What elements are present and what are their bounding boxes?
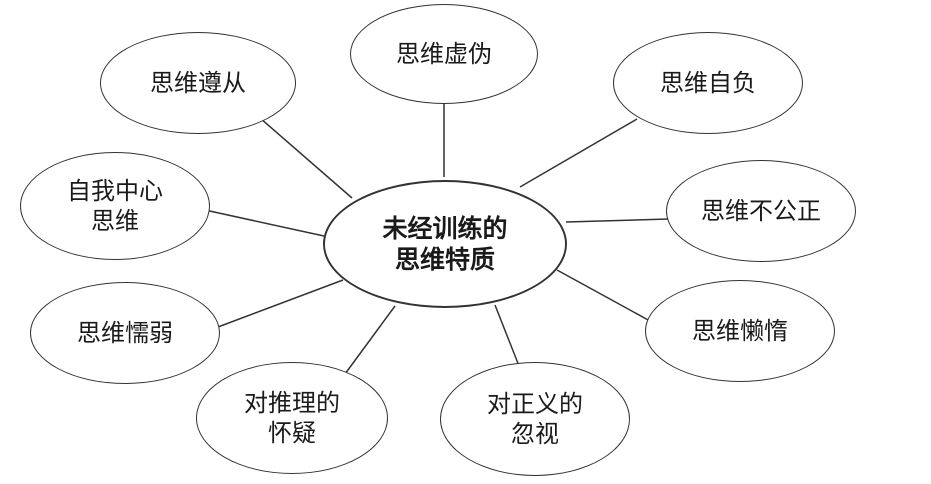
node-falsity-label: 思维虚伪 [396, 40, 492, 68]
node-distrust-reason-line2: 怀疑 [268, 419, 316, 447]
connector-unfair [565, 218, 670, 223]
node-unfair-label: 思维不公正 [701, 197, 821, 225]
node-distrust-reason: 对推理的 怀疑 [196, 362, 388, 474]
node-arrogance-label: 思维自负 [660, 69, 756, 97]
connector-egocentric [204, 209, 325, 237]
center-node: 未经训练的 思维特质 [323, 180, 567, 308]
connector-arrogance [519, 118, 638, 188]
node-laziness-label: 思维懒惰 [692, 317, 788, 345]
connector-disregard-justice [494, 304, 522, 372]
node-cowardice-label: 思维懦弱 [77, 319, 173, 347]
node-egocentric: 自我中心 思维 [20, 152, 210, 260]
node-disregard-justice-line1: 对正义的 [487, 390, 583, 418]
node-egocentric-line1: 自我中心 [67, 177, 163, 205]
node-laziness: 思维懒惰 [645, 280, 835, 382]
center-node-line1: 未经训练的 [382, 213, 508, 243]
center-node-line2: 思维特质 [394, 245, 495, 274]
connector-cowardice [217, 279, 344, 328]
connector-laziness [556, 269, 651, 322]
connector-distrust-reason [344, 305, 396, 375]
node-distrust-reason-line1: 对推理的 [244, 389, 340, 417]
node-unfair: 思维不公正 [666, 160, 856, 262]
node-conformity-label: 思维遵从 [150, 69, 246, 97]
node-disregard-justice: 对正义的 忽视 [440, 362, 630, 476]
node-arrogance: 思维自负 [613, 32, 803, 134]
node-cowardice: 思维懦弱 [30, 282, 220, 384]
node-egocentric-line2: 思维 [91, 207, 139, 235]
node-disregard-justice-line2: 忽视 [511, 420, 559, 448]
connector-conformity [259, 117, 353, 199]
node-conformity: 思维遵从 [100, 32, 296, 134]
node-falsity: 思维虚伪 [350, 4, 538, 104]
